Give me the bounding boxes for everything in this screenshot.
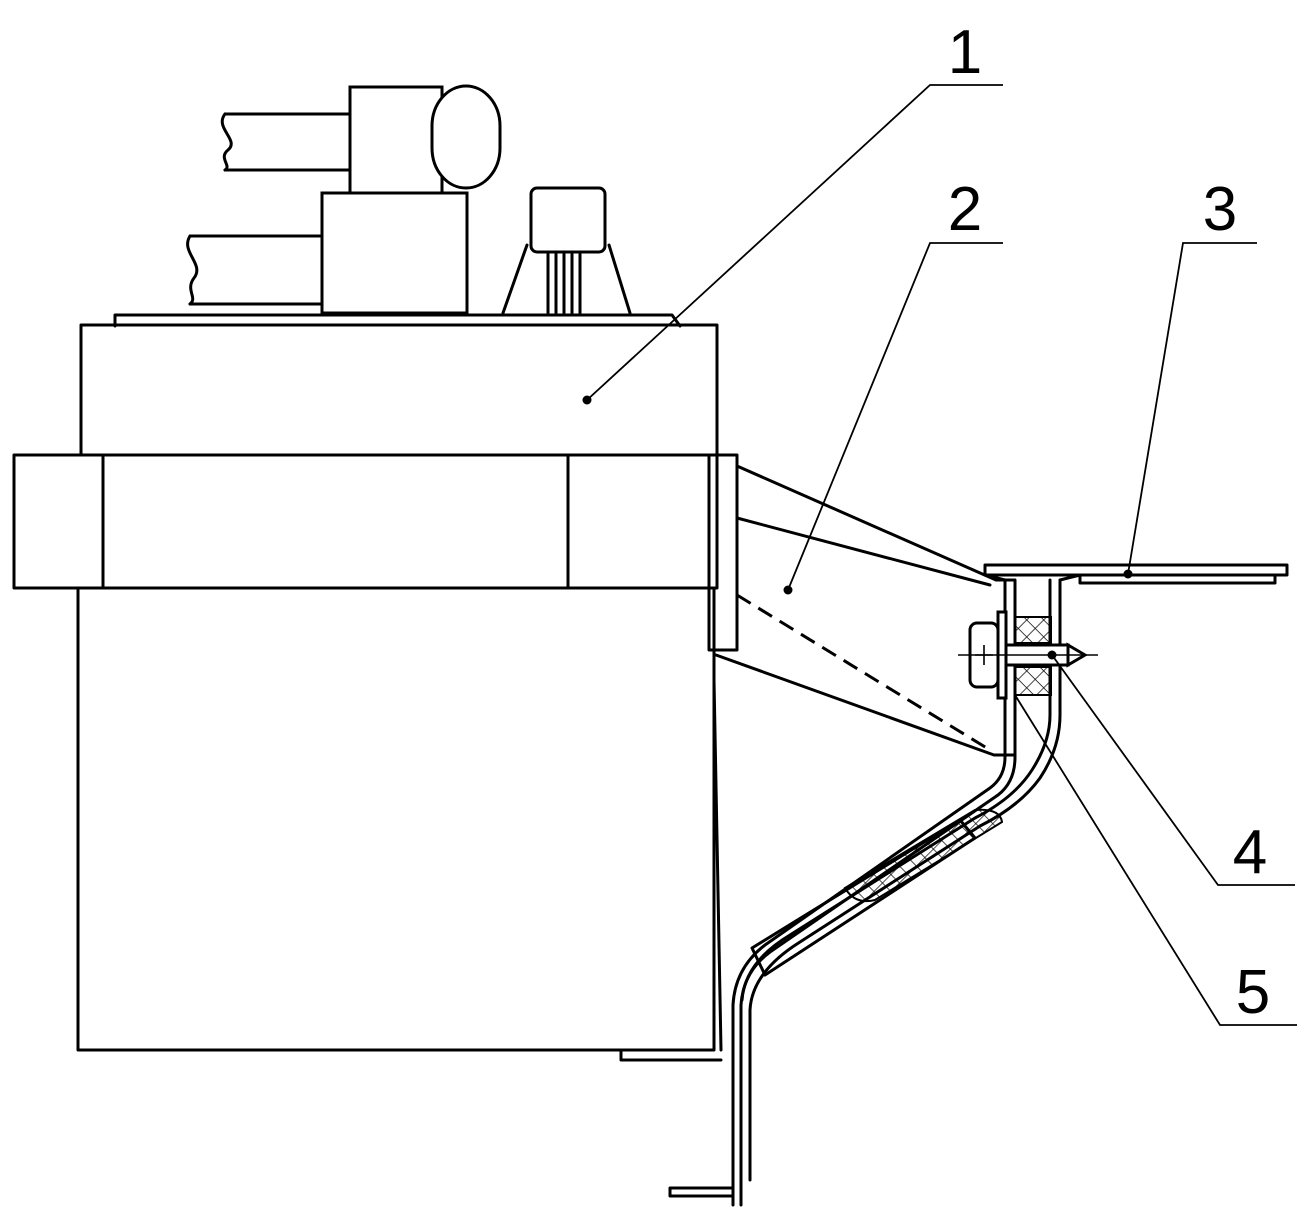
callout-1: 1 bbox=[948, 18, 982, 87]
nozzle-mount bbox=[707, 453, 739, 652]
main-body bbox=[12, 313, 739, 1062]
callout-2: 2 bbox=[948, 175, 982, 244]
slanted-pad bbox=[843, 808, 1004, 903]
bracket bbox=[668, 578, 1062, 1207]
upper-pad bbox=[1014, 616, 1052, 644]
lower-housing bbox=[320, 191, 469, 315]
upper-housing bbox=[348, 85, 444, 195]
callout-5: 5 bbox=[1236, 958, 1270, 1027]
callout-4: 4 bbox=[1233, 818, 1267, 887]
lower-pipe bbox=[186, 234, 324, 306]
leaders bbox=[582, 84, 1297, 1026]
lower-block bbox=[76, 586, 716, 1052]
upper-pipe bbox=[220, 112, 352, 172]
top-block bbox=[79, 323, 719, 457]
lower-pad bbox=[1014, 666, 1052, 696]
plug-connector bbox=[501, 186, 632, 315]
insulation-pads bbox=[750, 616, 1052, 977]
screw-assembly bbox=[958, 610, 1098, 700]
band bbox=[12, 453, 719, 590]
callout-labels: 1 2 3 4 5 bbox=[948, 18, 1270, 1027]
cone-funnel bbox=[712, 464, 1016, 1052]
motor-cylinder bbox=[430, 84, 502, 190]
top-plate bbox=[983, 563, 1289, 585]
top-equipment bbox=[186, 84, 632, 315]
callout-3: 3 bbox=[1203, 175, 1237, 244]
